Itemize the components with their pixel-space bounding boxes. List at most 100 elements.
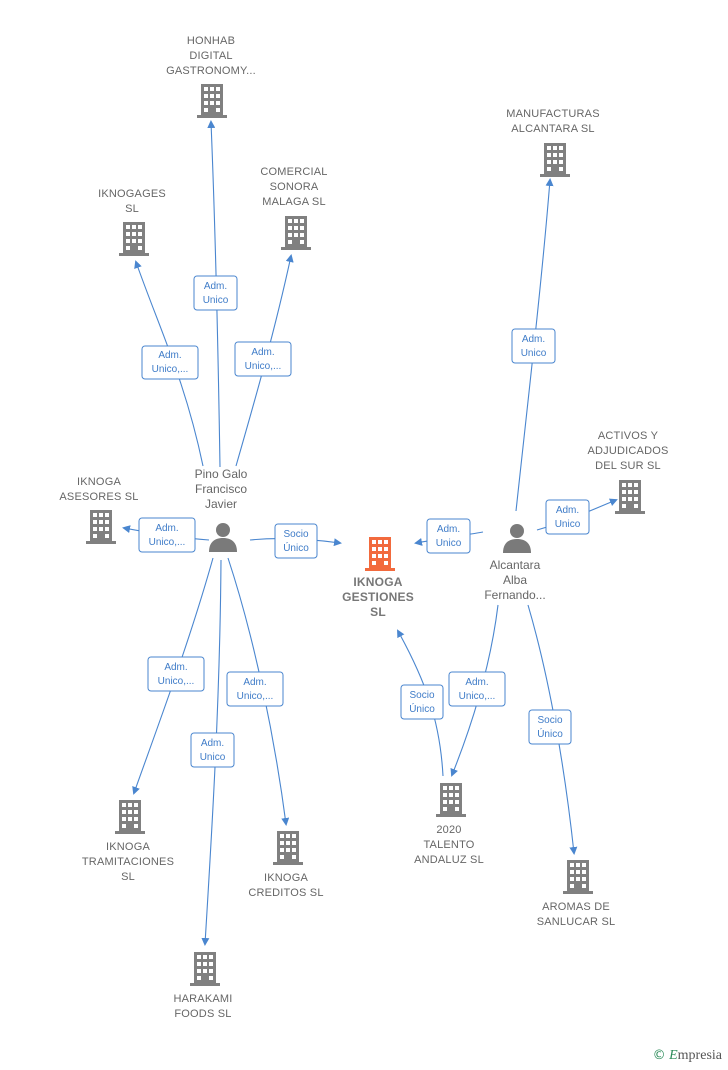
edge-label-line: Único (409, 702, 435, 715)
node-label-line: MANUFACTURAS (506, 108, 599, 120)
node-label-line: Francisco (195, 482, 247, 496)
node-label-line: Javier (205, 497, 237, 511)
building-icon (273, 831, 303, 865)
brand-initial: E (669, 1048, 678, 1063)
edge-label-adm-unico[interactable]: Adm. Unico,... (138, 517, 196, 553)
node-label-line: HARAKAMI (173, 993, 232, 1005)
building-icon (436, 783, 466, 817)
node-label-line: ASESORES SL (59, 491, 138, 503)
edge-label-line: Socio (409, 690, 434, 701)
edge-label-line: Adm. (204, 281, 227, 292)
company-node[interactable]: IKNOGA ASESORES SL (59, 476, 138, 544)
building-icon (281, 216, 311, 250)
node-label-line: DIGITAL (189, 50, 232, 62)
edge-label-line: Unico,... (149, 537, 186, 548)
edge-label-adm-unico[interactable]: Adm. Unico,... (226, 671, 284, 707)
node-label-line: Alba (503, 573, 527, 587)
edge-label-line: Adm. (164, 662, 187, 673)
edge-label-line: Adm. (556, 505, 579, 516)
node-label-line: ADJUDICADOS (587, 445, 668, 457)
person-icon (209, 523, 237, 552)
node-label-line: Fernando... (484, 588, 545, 602)
edge-label-line: Adm. (251, 347, 274, 358)
company-node[interactable]: MANUFACTURAS ALCANTARA SL (506, 108, 600, 177)
building-icon (365, 537, 395, 571)
person-node[interactable]: Alcantara Alba Fernando... (484, 524, 546, 602)
company-node[interactable]: HARAKAMI FOODS SL (173, 952, 232, 1020)
node-label-line: IKNOGAGES (98, 188, 166, 200)
node-label-line: IKNOGA (353, 575, 402, 589)
node-label-line: SL (125, 203, 139, 215)
node-label-line: ALCANTARA SL (511, 123, 595, 135)
edge-label-adm-unico[interactable]: Adm. Unico (545, 499, 590, 535)
edge-label-line: Adm. (522, 334, 545, 345)
node-label-line: Alcantara (490, 558, 541, 572)
person-node[interactable]: Pino Galo Francisco Javier (195, 467, 248, 552)
node-label-line: ANDALUZ SL (414, 854, 484, 866)
edge-label-line: Socio (537, 715, 562, 726)
edge-label-socio-unico[interactable]: Socio Único (528, 709, 572, 745)
node-label-line: FOODS SL (174, 1008, 231, 1020)
edge-label-adm-unico[interactable]: Adm. Unico,... (141, 345, 199, 380)
edge-label-line: Adm. (243, 677, 266, 688)
edge-label-line: Unico (521, 348, 547, 359)
nodes-layer: HONHAB DIGITAL GASTRONOMY... IKNOGAGES S… (59, 35, 668, 1020)
copyright-icon: © (652, 1048, 666, 1063)
node-label-line: TRAMITACIONES (82, 856, 174, 868)
edge-label-line: Unico,... (158, 676, 195, 687)
node-label-line: CREDITOS SL (248, 887, 323, 899)
node-label-line: SANLUCAR SL (537, 916, 616, 928)
edge-label-adm-unico[interactable]: Adm. Unico,... (147, 656, 205, 692)
node-label-line: TALENTO (423, 839, 474, 851)
edge-label-socio-unico[interactable]: Socio Único (400, 684, 444, 720)
node-label-line: 2020 (436, 824, 461, 836)
edge-label-socio-unico[interactable]: Socio Único (274, 523, 318, 559)
node-label-line: HONHAB (187, 35, 235, 47)
edge-label-line: Único (537, 727, 563, 740)
node-label-line: AROMAS DE (542, 901, 610, 913)
node-label-line: IKNOGA (106, 841, 150, 853)
company-node[interactable]: ACTIVOS Y ADJUDICADOS DEL SUR SL (587, 430, 668, 514)
building-icon (119, 222, 149, 256)
company-node[interactable]: COMERCIAL SONORA MALAGA SL (260, 166, 327, 250)
brand-watermark: © Empresia (653, 1048, 722, 1064)
edge-labels-layer: Adm. Unico Adm. Unico,... Adm. Unico,...… (138, 275, 590, 768)
edge-label-adm-unico[interactable]: Adm. Unico (426, 518, 471, 554)
node-label-line: SL (121, 871, 135, 883)
node-label-line: GESTIONES (342, 590, 414, 604)
company-node[interactable]: IKNOGAGES SL (98, 188, 166, 256)
company-node[interactable]: 2020 TALENTO ANDALUZ SL (414, 783, 484, 866)
node-label-line: ACTIVOS Y (598, 430, 659, 442)
node-label-line: SONORA (270, 181, 319, 193)
edge-label-line: Adm. (465, 677, 488, 688)
company-node[interactable]: IKNOGA TRAMITACIONES SL (82, 800, 174, 883)
edge-label-adm-unico[interactable]: Adm. Unico,... (234, 341, 292, 377)
brand-name: mpresia (677, 1048, 722, 1063)
company-node[interactable]: IKNOGA CREDITOS SL (248, 831, 323, 899)
edge-label-line: Socio (283, 529, 308, 540)
building-icon (197, 84, 227, 118)
edge-label-adm-unico[interactable]: Adm. Unico (511, 328, 556, 364)
edge-label-adm-unico[interactable]: Adm. Unico (190, 732, 235, 768)
focus-company-node[interactable]: IKNOGA GESTIONES SL (342, 537, 414, 619)
node-label-line: COMERCIAL (260, 166, 327, 178)
company-node[interactable]: AROMAS DE SANLUCAR SL (537, 860, 616, 928)
edge-label-line: Único (283, 541, 309, 554)
company-node[interactable]: HONHAB DIGITAL GASTRONOMY... (166, 35, 256, 118)
edge-label-adm-unico[interactable]: Adm. Unico (193, 275, 238, 311)
edge-label-adm-unico[interactable]: Adm. Unico,... (448, 671, 506, 707)
person-icon (503, 524, 531, 553)
node-label-line: Pino Galo (195, 467, 248, 481)
building-icon (86, 510, 116, 544)
node-label-line: IKNOGA (77, 476, 121, 488)
edge-label-line: Unico,... (459, 691, 496, 702)
node-label-line: GASTRONOMY... (166, 65, 256, 77)
building-icon (615, 480, 645, 514)
edge-label-line: Adm. (437, 524, 460, 535)
node-label-line: DEL SUR SL (595, 460, 661, 472)
edge-label-line: Unico,... (237, 691, 274, 702)
edge-label-line: Unico (436, 538, 462, 549)
edge-label-line: Adm. (155, 523, 178, 534)
node-label-line: SL (370, 605, 386, 619)
